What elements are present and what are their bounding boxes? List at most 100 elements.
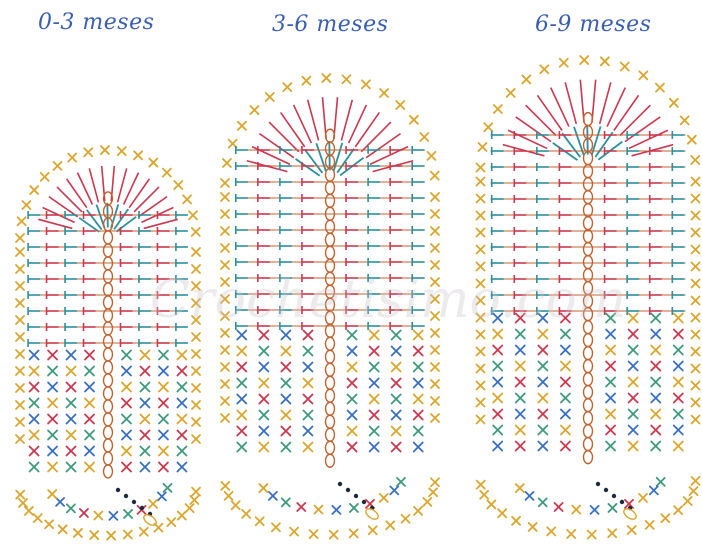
single-crochet-symbol [392, 363, 401, 372]
single-crochet-symbol [692, 297, 700, 305]
chain-link [584, 113, 593, 126]
chain-link [326, 246, 335, 259]
sole-chart-3-6-meses [221, 74, 439, 539]
double-crochet-symbol [368, 258, 380, 266]
double-crochet-symbol [390, 194, 402, 202]
double-crochet-symbol [650, 227, 662, 235]
double-crochet-symbol [236, 178, 248, 186]
single-crochet-symbol [67, 463, 76, 472]
single-crochet-symbol [477, 246, 485, 254]
single-crochet-symbol [420, 133, 428, 141]
fan-stitch [124, 173, 139, 205]
single-crochet-symbol [560, 59, 568, 67]
double-crochet-symbol [390, 274, 402, 282]
double-crochet-symbol [559, 211, 571, 219]
single-crochet-symbol [221, 346, 229, 354]
single-crochet-symbol [303, 411, 312, 420]
double-crochet-symbol [346, 178, 358, 186]
single-crochet-symbol [237, 395, 246, 404]
single-crochet-symbol [109, 512, 117, 520]
double-crochet-symbol [139, 275, 151, 283]
single-crochet-symbol [651, 362, 660, 371]
double-crochet-symbol [605, 179, 617, 187]
fan-stitch [118, 168, 127, 202]
double-crochet-symbol [258, 258, 270, 266]
single-crochet-symbol [250, 106, 258, 114]
double-crochet-symbol [28, 323, 40, 331]
double-crochet-symbol [120, 307, 132, 315]
double-crochet-symbol [236, 274, 248, 282]
single-crochet-symbol [561, 442, 570, 451]
single-crochet-symbol [350, 529, 358, 537]
double-crochet-symbol [559, 243, 571, 251]
double-crochet-symbol [390, 226, 402, 234]
double-crochet-symbol [258, 226, 270, 234]
double-crochet-symbol [236, 290, 248, 298]
single-crochet-symbol [330, 531, 338, 539]
double-crochet-symbol [258, 322, 270, 330]
single-crochet-symbol [80, 509, 88, 517]
single-crochet-symbol [303, 331, 312, 340]
single-crochet-symbol [67, 399, 76, 408]
single-crochet-symbol [192, 418, 200, 426]
fan-stitch [38, 219, 72, 228]
double-crochet-symbol [346, 258, 358, 266]
single-crochet-symbol [629, 426, 638, 435]
single-crochet-symbol [606, 314, 615, 323]
double-crochet-symbol [47, 291, 59, 299]
single-crochet-symbol [297, 503, 305, 511]
single-crochet-symbol [427, 152, 435, 160]
single-crochet-symbol [538, 314, 547, 323]
single-crochet-symbol [177, 415, 186, 424]
single-crochet-symbol [122, 367, 131, 376]
single-crochet-symbol [159, 383, 168, 392]
double-crochet-symbol [176, 243, 188, 251]
single-crochet-symbol [192, 228, 200, 236]
single-crochet-symbol [183, 195, 191, 203]
single-crochet-symbol [392, 395, 401, 404]
single-crochet-symbol [692, 331, 700, 339]
chain-link [104, 374, 113, 387]
single-crochet-symbol [140, 383, 149, 392]
single-crochet-symbol [580, 56, 588, 64]
chain-link [584, 295, 593, 308]
double-crochet-symbol [28, 339, 40, 347]
double-crochet-symbol [537, 243, 549, 251]
single-crochet-symbol [606, 442, 615, 451]
fan-stitch [78, 173, 93, 205]
single-crochet-symbol [16, 265, 24, 273]
double-crochet-symbol [514, 275, 526, 283]
single-crochet-symbol [149, 159, 157, 167]
single-crochet-symbol [122, 351, 131, 360]
single-crochet-symbol [30, 351, 39, 360]
single-crochet-symbol [369, 526, 377, 534]
single-crochet-symbol [397, 478, 405, 486]
double-crochet-symbol [412, 306, 424, 314]
single-crochet-symbol [493, 410, 502, 419]
slip-stitch [338, 482, 342, 486]
single-crochet-symbol [48, 447, 57, 456]
single-crochet-symbol [423, 498, 431, 506]
single-crochet-symbol [192, 435, 200, 443]
single-crochet-symbol [561, 362, 570, 371]
single-crochet-symbol [34, 514, 42, 522]
single-crochet-symbol [651, 410, 660, 419]
fan-stitch [565, 82, 576, 124]
double-crochet-symbol [368, 226, 380, 234]
double-crochet-symbol [302, 178, 314, 186]
double-crochet-symbol [650, 195, 662, 203]
single-crochet-symbol [410, 116, 418, 124]
single-crochet-symbol [370, 427, 379, 436]
single-crochet-symbol [140, 463, 149, 472]
single-crochet-symbol [692, 365, 700, 373]
double-crochet-symbol [368, 322, 380, 330]
double-crochet-symbol [605, 227, 617, 235]
double-crochet-symbol [302, 242, 314, 250]
single-crochet-symbol [221, 278, 229, 286]
fan-stitch [516, 117, 551, 142]
single-crochet-symbol [516, 314, 525, 323]
single-crochet-symbol [477, 297, 485, 305]
single-crochet-symbol [67, 504, 75, 512]
single-crochet-symbol [692, 348, 700, 356]
